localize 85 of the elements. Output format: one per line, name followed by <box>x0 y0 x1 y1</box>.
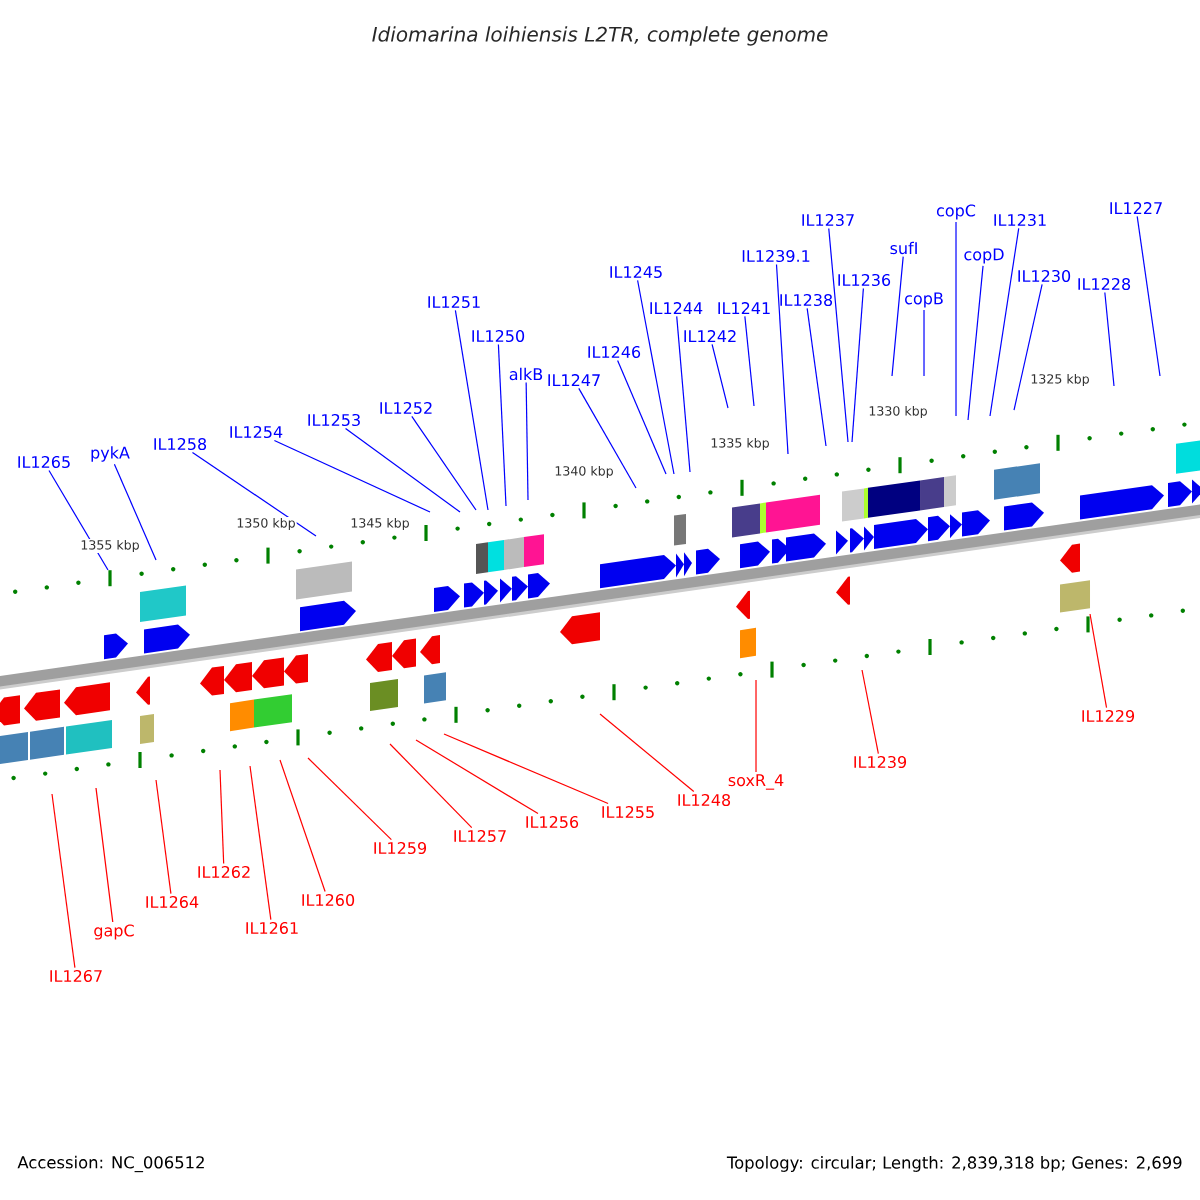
gene-label: IL1264 <box>146 895 199 909</box>
gene-label: gapC <box>94 924 134 940</box>
gene-label: IL1253 <box>308 413 360 427</box>
gene-label: IL1247 <box>548 374 600 386</box>
gene-label: IL1242 <box>684 330 736 342</box>
leader-line <box>923 309 925 377</box>
gene-label: soxR_4 <box>728 774 784 790</box>
gene-label: IL1262 <box>198 865 250 879</box>
gene-label: IL1231 <box>994 213 1046 227</box>
gene-label: IL1250 <box>472 329 525 343</box>
leader-line <box>755 679 757 773</box>
gene-label: IL1246 <box>588 345 641 359</box>
gene-label: IL1244 <box>650 302 703 314</box>
leader-line <box>48 469 109 571</box>
gene-label: IL1227 <box>1110 202 1162 214</box>
leader-line <box>411 415 477 511</box>
gene-label: IL1236 <box>838 273 891 287</box>
gene-label: IL1228 <box>1078 277 1131 291</box>
leader-line <box>51 793 76 969</box>
gene-label: IL1239 <box>854 755 907 769</box>
leader-line <box>273 439 431 513</box>
gene-label: IL1248 <box>678 793 731 807</box>
gene-label: IL1252 <box>380 401 432 415</box>
leader-line <box>1104 291 1115 387</box>
leader-line <box>744 315 755 407</box>
gene-label: IL1251 <box>428 295 480 309</box>
leader-line <box>711 343 729 409</box>
leader-line <box>891 256 904 377</box>
leader-line <box>806 307 827 447</box>
leader-line <box>828 227 849 443</box>
gene-label: IL1256 <box>526 815 579 829</box>
leader-line <box>279 759 326 893</box>
gene-label: IL1261 <box>246 921 298 935</box>
leader-line <box>775 263 789 455</box>
gene-label: copC <box>936 204 976 220</box>
leader-line <box>307 757 392 841</box>
gene-label: IL1245 <box>610 265 662 279</box>
leader-line <box>344 427 461 513</box>
leader-line <box>415 739 539 815</box>
leader-line <box>1013 283 1043 411</box>
leader-line <box>113 463 157 561</box>
gene-label: IL1241 <box>718 302 770 314</box>
gene-label: copB <box>905 292 943 308</box>
gene-label: IL1259 <box>374 841 427 855</box>
leader-line <box>95 787 114 923</box>
gene-label: IL1230 <box>1018 269 1071 283</box>
leader-line <box>637 279 675 475</box>
leader-line <box>1136 215 1161 377</box>
leader-line <box>389 743 473 829</box>
leader-line <box>219 769 225 865</box>
leader-line <box>599 713 695 793</box>
leader-line <box>861 669 879 755</box>
gene-label: IL1258 <box>154 437 207 451</box>
gene-label: pykA <box>91 446 130 462</box>
gene-label: copD <box>964 248 1004 264</box>
gene-label: IL1238 <box>780 293 833 307</box>
leader-line <box>851 287 864 443</box>
leader-line <box>497 343 507 507</box>
gene-label: IL1267 <box>50 969 102 983</box>
footer-text: Accession: NC_006512 <box>17 1155 204 1173</box>
leader-line <box>525 382 529 501</box>
gene-label: IL1237 <box>802 213 854 227</box>
leader-line <box>454 309 489 511</box>
leader-line <box>155 779 172 895</box>
leader-line <box>249 765 272 921</box>
title: Idiomarina loihiensis L2TR, complete genome <box>372 26 828 46</box>
gene-label: sufI <box>890 241 917 255</box>
gene-label: IL1255 <box>602 805 654 819</box>
leader-line <box>578 387 637 489</box>
leader-line <box>443 733 609 805</box>
leader-line <box>967 265 984 421</box>
gene-label: IL1260 <box>302 893 355 907</box>
leader-line <box>676 315 691 473</box>
gene-label: alkB <box>509 367 543 381</box>
leader-line <box>989 227 1020 417</box>
leader-line <box>191 451 317 537</box>
gene-label: IL1265 <box>18 455 70 469</box>
footer-text: Topology: circular; Length: 2,839,318 bp; Genes: 2,699 <box>726 1156 1182 1172</box>
leader-line <box>617 359 667 475</box>
gene-label: IL1229 <box>1082 709 1135 723</box>
gene-label: IL1239.1 <box>742 249 810 263</box>
gene-label: IL1257 <box>454 829 506 843</box>
gene-label: IL1254 <box>230 425 283 439</box>
leader-line <box>1089 613 1108 709</box>
leader-line <box>955 221 957 417</box>
